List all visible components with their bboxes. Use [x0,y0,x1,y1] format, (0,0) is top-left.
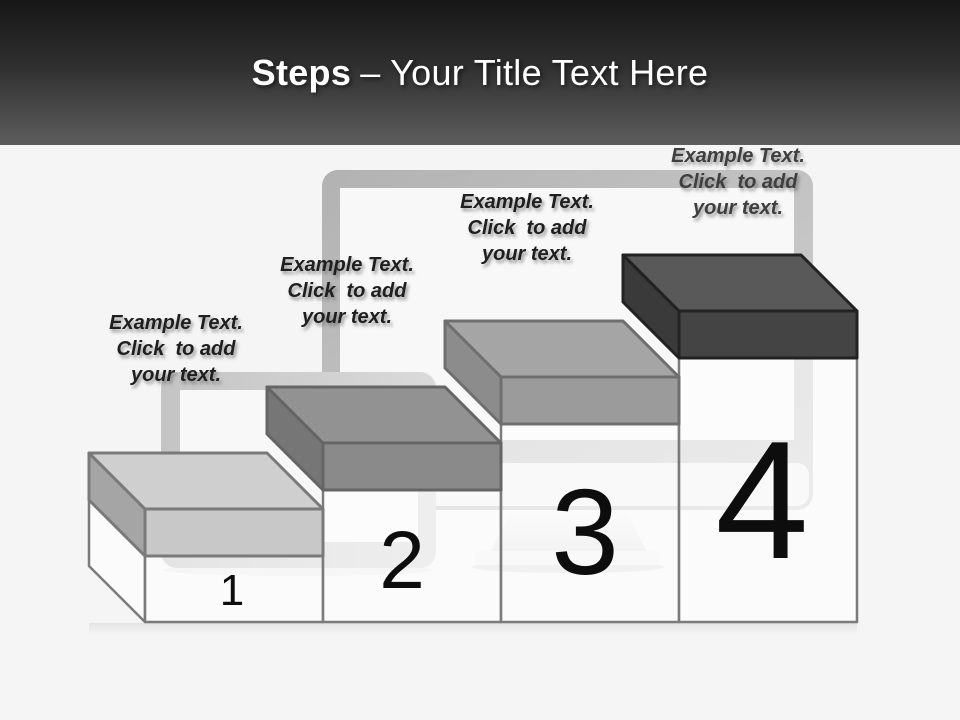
step-3-label-line-3: your text. [481,243,573,265]
step-1-label-line-2: Click to add [116,338,236,360]
step-3-slab-front [499,375,681,426]
step-4-slab [621,253,859,360]
step-3-label-line-2: Click to add [467,217,587,239]
step-2-slab-front [321,441,503,492]
step-3-box [499,422,681,624]
step-boxes [87,356,859,624]
step-1-label: Example Text. Click to add your text. [61,310,291,388]
step-2-label-line-1: Example Text. [280,254,414,276]
step-2-box [321,488,503,624]
slide-header: Steps– Your Title Text Here [0,0,960,145]
step-1-number: 1 [220,566,244,615]
step-3-slab [443,319,681,426]
step-4-label-line-1: Example Text. [671,145,805,167]
step-numbers: 1 2 3 4 [220,406,809,615]
baseline-shadow [89,623,857,635]
step-1-slab-top [87,451,325,511]
step-3-label-line-1: Example Text. [460,191,594,213]
step-4-label-line-3: your text. [692,197,784,219]
step-2-label-line-2: Click to add [287,280,407,302]
step-3-slab-top [443,319,681,379]
step-2-label: Example Text. Click to add your text. [232,252,462,330]
step-3-number: 3 [551,464,619,600]
step-2-slab [265,385,503,492]
title-rest: – Your Title Text Here [360,52,709,93]
page-title: Steps– Your Title Text Here [0,52,960,94]
step-3-label: Example Text. Click to add your text. [412,189,642,267]
title-keyword: Steps [251,52,352,93]
step-1-slab [87,451,325,558]
step-2-number: 2 [379,515,425,606]
step-4-slab-front [677,309,859,360]
step-2-label-line-3: your text. [301,306,393,328]
step-1-label-line-1: Example Text. [109,312,243,334]
step-1-label-line-3: your text. [130,364,222,386]
step-4-label-line-2: Click to add [678,171,798,193]
step-2-slab-top [265,385,503,445]
step-4-number: 4 [715,406,808,594]
step-4-slab-top [621,253,859,313]
step-1-slab-front [143,507,325,558]
step-slabs [87,253,859,558]
step-4-label: Example Text. Click to add your text. [623,143,853,221]
